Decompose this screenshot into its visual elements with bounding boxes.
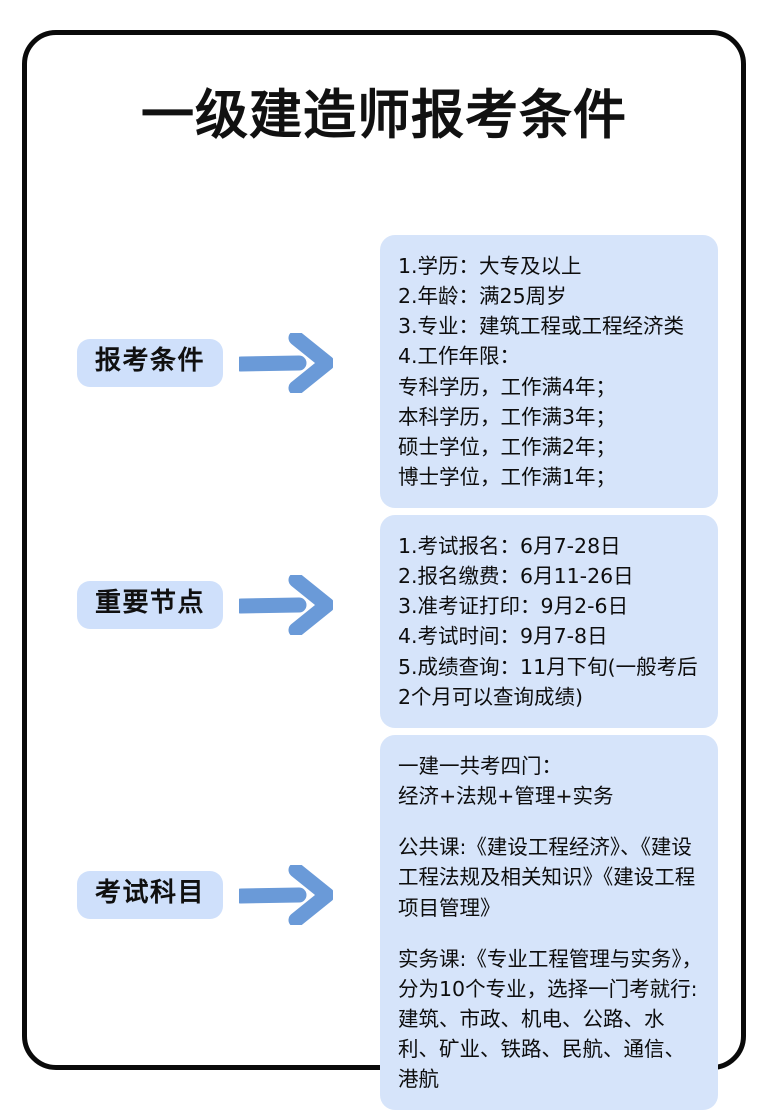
page-title: 一级建造师报考条件 [141,85,627,146]
right-arrow-icon [239,333,334,393]
panel-1-line-5: 专科学历，工作满4年； [398,374,617,399]
section-1-left: 报考条件 [77,333,357,393]
panel-1-line-1: 1.学历：大专及以上 [398,254,582,278]
panel-1-line-2: 2.年龄：满25周岁 [398,284,567,309]
panel-3-g3-line-1: 实务课:《专业工程管理与实务》，分为10个专业，选择一门考就行:建筑、市政、机电… [398,946,703,1092]
section-3-panel: 一建一共考四门： 经济+法规+管理+实务 公共课:《建设工程经济》、《建设工程法… [380,735,718,1110]
right-arrow-icon [239,865,334,925]
poster-card: 一级建造师报考条件 报考条件 1.学历：大专及以上 2.年龄：满25周岁 3.专… [22,30,746,1110]
panel-3-spacer-2 [398,923,704,944]
section-1-panel: 1.学历：大专及以上 2.年龄：满25周岁 3.专业：建筑工程或工程经济类 4.… [380,235,718,508]
section-label-报考条件[interactable]: 报考条件 [77,339,224,387]
section-2-left: 重要节点 [77,575,357,635]
panel-3-g1-line-1: 一建一共考四门： [398,754,562,778]
panel-2-line-1: 1.考试报名：6月7-28日 [398,534,621,558]
panel-1-line-8: 博士学位，工作满1年； [398,464,617,489]
panel-1-line-4: 4.工作年限： [398,344,521,369]
panel-3-g2-line-1: 公共课:《建设工程经济》、《建设工程法规及相关知识》《建设工程项目管理》 [398,835,696,920]
panel-3-g1-line-2: 经济+法规+管理+实务 [398,784,614,809]
section-3-left: 考试科目 [77,865,357,925]
panel-2-line-3: 3.准考证打印：9月2-6日 [398,594,629,619]
panel-3-spacer-1 [398,811,704,832]
section-label-重要节点[interactable]: 重要节点 [77,581,224,629]
panel-2-line-5: 5.成绩查询：11月下旬(一般考后2个月可以查询成绩) [398,654,698,709]
panel-1-line-6: 本科学历，工作满3年； [398,404,617,429]
panel-1-line-7: 硕士学位，工作满2年； [398,434,617,459]
section-label-考试科目[interactable]: 考试科目 [77,871,224,919]
panel-1-line-3: 3.专业：建筑工程或工程经济类 [398,314,685,339]
section-2-panel: 1.考试报名：6月7-28日 2.报名缴费：6月11-26日 3.准考证打印：9… [380,515,718,728]
panel-2-line-4: 4.考试时间：9月7-8日 [398,624,608,649]
panel-2-line-2: 2.报名缴费：6月11-26日 [398,564,634,589]
right-arrow-icon [239,575,334,635]
